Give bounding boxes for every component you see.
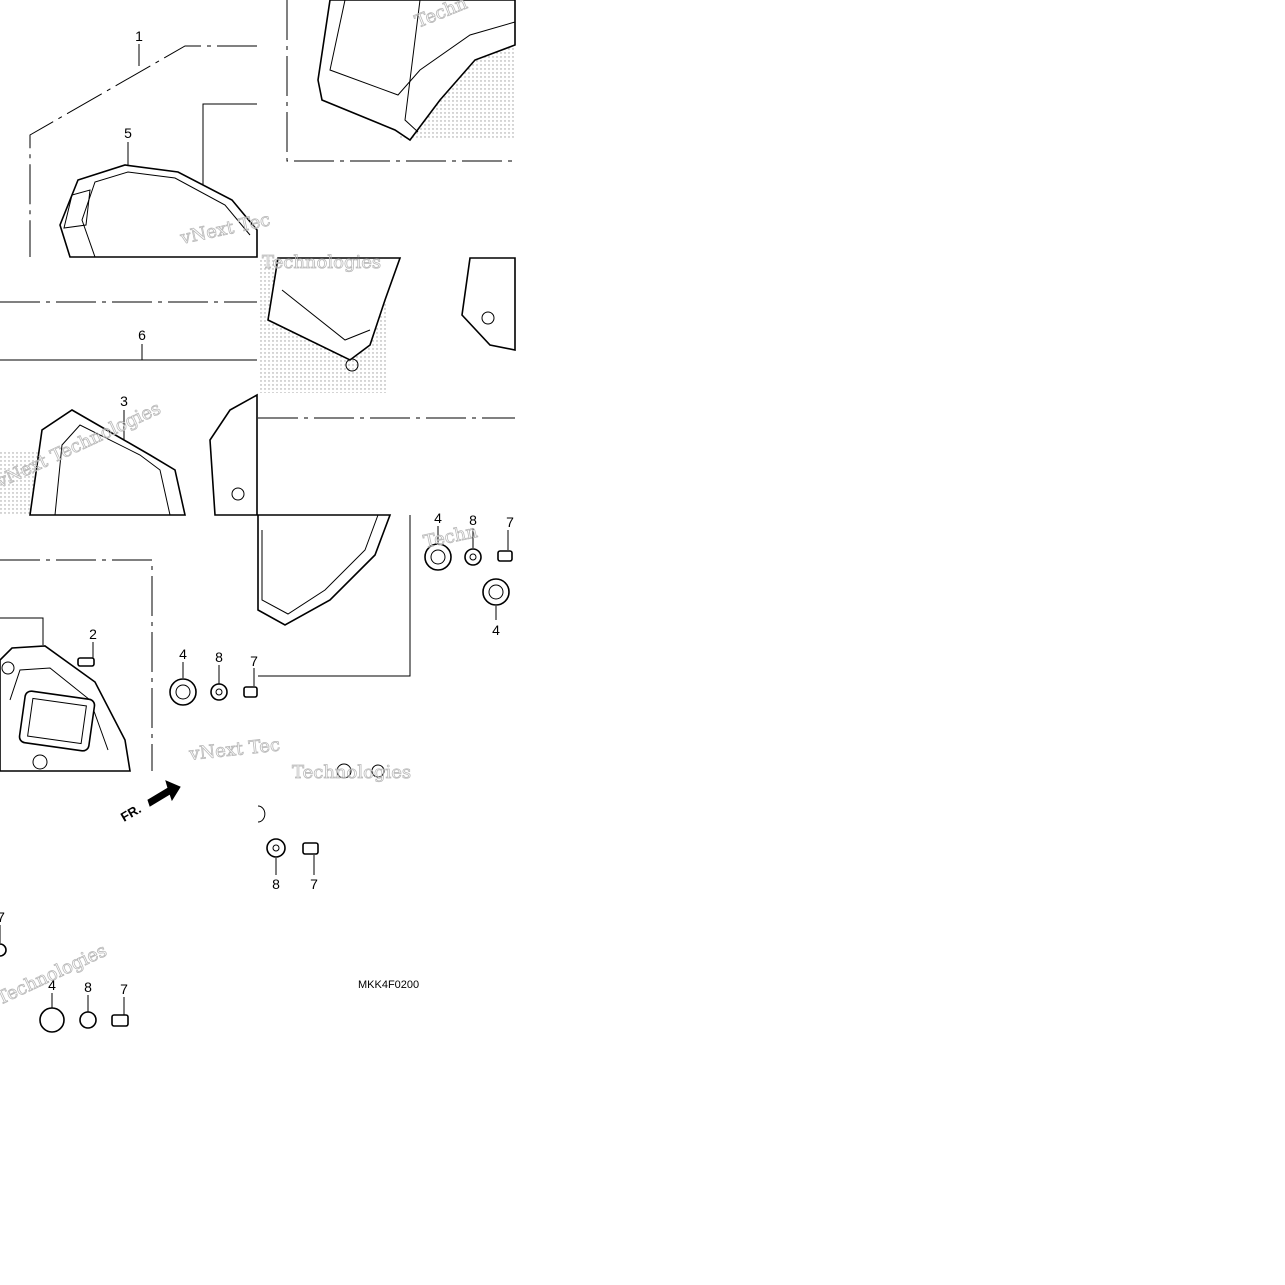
callout-8: 8 — [215, 649, 223, 665]
tile-bottom-fasteners: Technologies — [0, 925, 129, 1033]
washer-8-bore — [272, 844, 280, 852]
front-boss — [32, 754, 48, 770]
screw-2 — [77, 657, 95, 667]
front-screw-left — [1, 661, 15, 675]
grommet-4-bore — [175, 684, 191, 700]
grommet-4-lower-bore — [488, 584, 504, 600]
lower-case-inner — [261, 514, 379, 615]
washer-8 — [464, 548, 482, 566]
rear-boss — [231, 487, 245, 501]
washer-8 — [79, 1011, 97, 1029]
tile-fastener-set: Technologies — [257, 762, 412, 875]
grommet-4 — [39, 1007, 65, 1033]
grommet-4-bore — [430, 549, 446, 565]
watermark-text: Technologies — [292, 762, 411, 783]
callout-3: 3 — [120, 393, 128, 409]
callout-2: 2 — [89, 626, 97, 642]
direction-label: FR. — [118, 801, 144, 824]
callout-4: 4 — [179, 646, 187, 662]
callout-7: 7 — [250, 653, 258, 669]
grommet-4-lower — [482, 578, 510, 606]
grommet-4 — [424, 543, 452, 571]
callout-5: 5 — [124, 125, 132, 141]
callout-7: 7 — [120, 981, 128, 997]
leader-lens-bracket — [286, 0, 515, 162]
back-boss — [481, 311, 495, 325]
visor-inner-edge — [81, 171, 251, 258]
direction-arrow-icon — [147, 780, 181, 807]
lower-case — [257, 514, 392, 626]
callout-6: 6 — [138, 327, 146, 343]
meter-rear-cover — [209, 393, 258, 516]
washer-8 — [266, 838, 286, 858]
callout-8: 8 — [84, 979, 92, 995]
washer-8 — [210, 683, 228, 701]
meter-front-inner — [9, 667, 109, 751]
grommet-4 — [169, 678, 197, 706]
watermark-text: Technologies — [262, 252, 381, 273]
meter-housing-inner — [54, 424, 171, 516]
partial-screw — [371, 764, 385, 778]
visor-panel — [59, 164, 258, 258]
front-direction-marker: FR. — [118, 780, 181, 825]
callout-7: 7 — [310, 876, 318, 892]
tile-meter-body: vNext Technologies — [0, 301, 258, 516]
callout-4: 4 — [434, 510, 442, 526]
partial-grommet — [257, 805, 266, 823]
tile-visor: vNext Tec — [29, 44, 272, 258]
meter-board-edge — [281, 289, 371, 341]
callout-4: 4 — [48, 977, 56, 993]
tile-meter-front: vNext Tec — [0, 559, 281, 772]
callout-labels: 1 5 6 3 2 4 8 7 4 8 7 4 8 7 4 8 7 7 — [0, 28, 514, 997]
screw-7-partial — [0, 943, 7, 957]
tile-lens: Techn — [286, 0, 516, 162]
watermark-text: Technologies — [0, 940, 110, 1009]
lcd-window — [18, 690, 96, 752]
watermark-text: vNext Tec — [187, 735, 281, 766]
partial-washer — [336, 763, 352, 779]
screw-7 — [302, 842, 319, 855]
callout-7: 7 — [0, 909, 5, 925]
callout-7: 7 — [506, 514, 514, 530]
tile-meter-rear: Technologies — [258, 252, 516, 419]
meter-board — [267, 257, 402, 361]
screw-7 — [111, 1014, 129, 1027]
meter-housing — [29, 409, 186, 516]
board-screw-hole — [345, 358, 359, 372]
leader-bracket — [202, 103, 257, 205]
washer-8-bore — [215, 688, 223, 696]
washer-8-bore — [469, 553, 477, 561]
lens-inner-edge — [329, 0, 516, 96]
callout-8: 8 — [469, 512, 477, 528]
leader-front-bracket — [0, 559, 153, 771]
visor-clip — [63, 189, 91, 229]
screw-7 — [497, 550, 513, 562]
lcd-screen — [27, 697, 87, 745]
screw-7 — [243, 686, 258, 698]
tile-lower-case: Techn — [257, 514, 513, 677]
lens-ridge — [404, 0, 421, 133]
diagram-code: MKK4F0200 — [358, 979, 419, 991]
callout-1: 1 — [135, 28, 143, 44]
callout-8: 8 — [272, 876, 280, 892]
leader-case-bracket — [258, 515, 411, 677]
callout-4: 4 — [492, 622, 500, 638]
leader-front-tick — [0, 617, 44, 645]
leader-1 — [29, 45, 257, 257]
meter-back-cover — [461, 257, 516, 351]
